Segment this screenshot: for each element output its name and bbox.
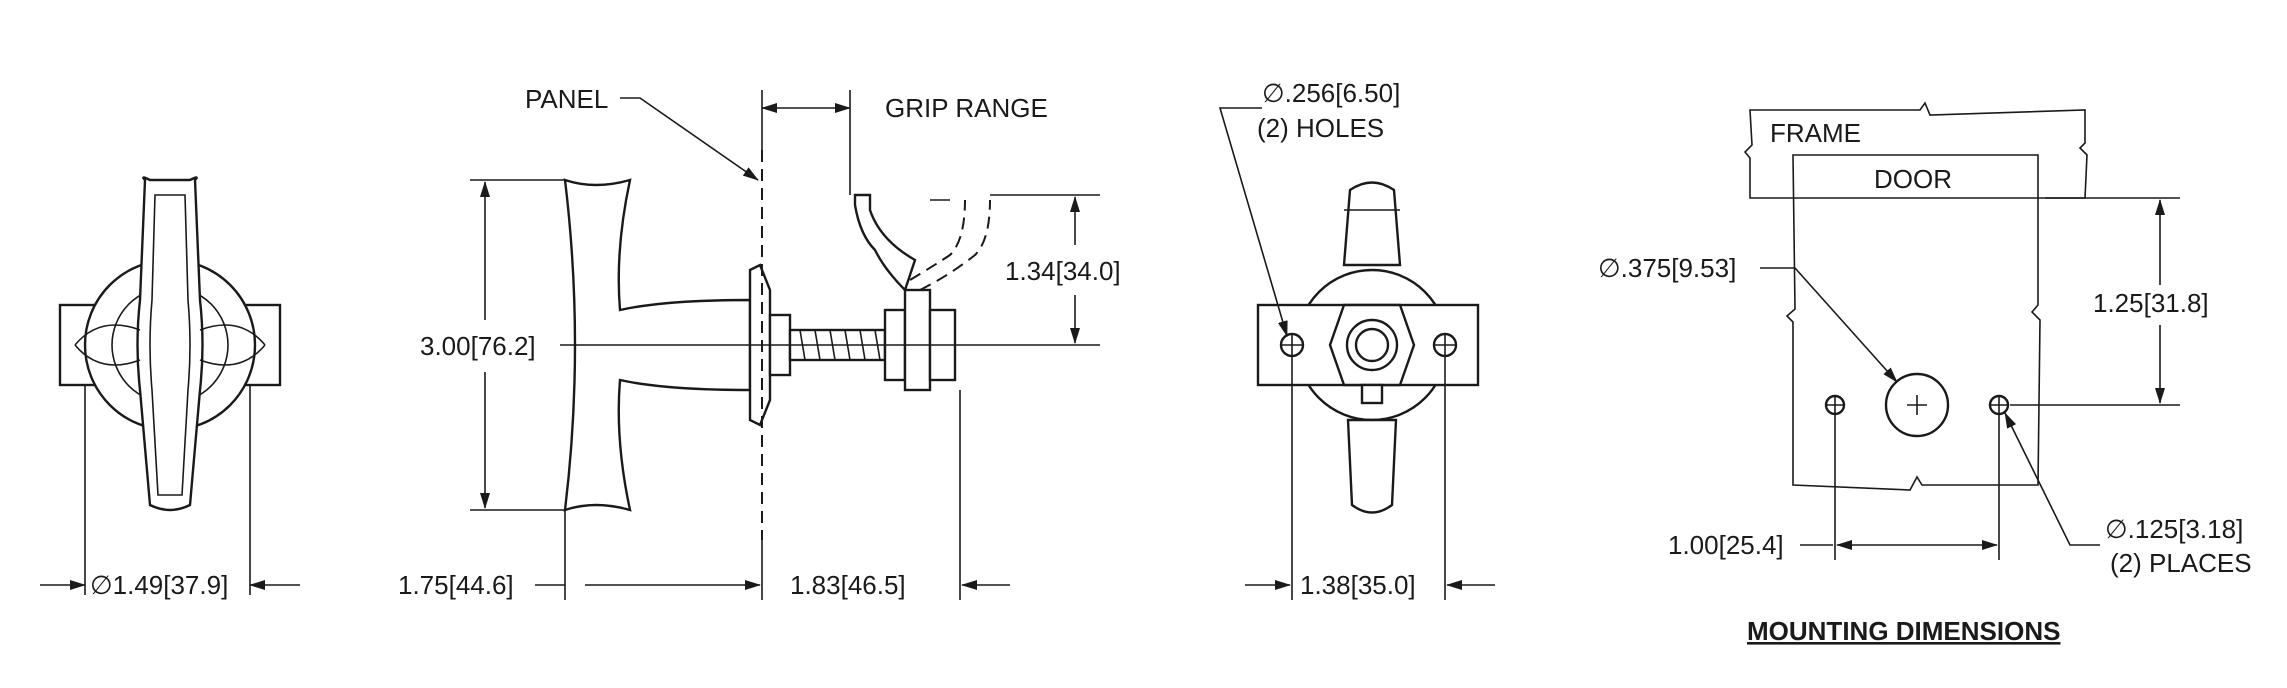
grip-range-label: GRIP RANGE [885,93,1048,123]
hole-cross [1826,396,1844,414]
t-handle-face [149,194,191,496]
cam-arm-alt-position [909,199,991,291]
center-hole-leader [1760,267,1898,383]
panel-label: PANEL [525,84,608,114]
vertical-label: 1.25[31.8] [2093,288,2209,318]
cam-body [903,288,932,392]
mounting-view: FRAME DOOR ∅.375[9.53] 1.25[31.8] 1.00[2… [1598,101,2252,646]
side-view: PANEL GRIP RANGE 3.00[76.2] 1.34[34.0] 1… [398,84,1121,600]
front-view: ∅1.49[37.9] [40,176,300,600]
hole-cross [1433,333,1457,357]
small-hole-leader [2004,412,2100,546]
shaft-end [1354,327,1390,363]
small-hole-count-label: (2) PLACES [2110,548,2252,578]
hole-cross [1990,396,2008,414]
rear-width-label: 1.38[35.0] [1300,570,1416,600]
depth-label: 1.34[34.0] [1005,256,1121,286]
door-panel [1785,154,2041,491]
spacing-label: 1.00[25.4] [1668,530,1784,560]
center-hole-label: ∅.375[9.53] [1598,253,1736,283]
door-label: DOOR [1874,164,1952,194]
diameter-dimension-label: ∅1.49[37.9] [90,570,228,600]
rear-view: ∅.256[6.50] (2) HOLES 1.38[35.0] [1218,78,1495,600]
hole-count-label: (2) HOLES [1257,113,1384,143]
panel-leader [620,97,759,181]
cam-upper [1342,181,1402,267]
hole-cross [1907,395,1927,415]
handle-wings [74,324,266,366]
frame-panel [1743,101,2088,199]
left-width-label: 1.75[44.6] [398,570,514,600]
cam-arm [853,193,917,293]
mounting-title: MOUNTING DIMENSIONS [1747,616,2060,646]
hole-leader [1218,107,1288,337]
height-label: 3.00[76.2] [420,331,536,361]
hole-cross [1280,333,1304,357]
frame-label: FRAME [1770,118,1861,148]
shaft-tab [1360,383,1384,405]
small-hole-label: ∅.125[3.18] [2105,514,2243,544]
hole-diameter-label: ∅.256[6.50] [1262,78,1400,108]
right-width-label: 1.83[46.5] [790,570,906,600]
cam-lower [1346,418,1398,514]
t-handle-front [136,176,204,512]
